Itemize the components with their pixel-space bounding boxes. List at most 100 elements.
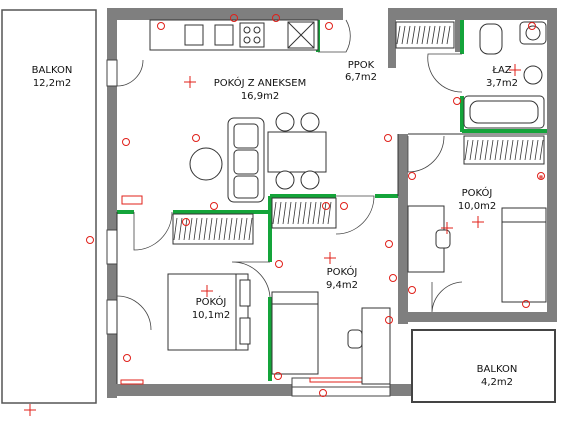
hatch-line	[534, 139, 539, 161]
hatch-line	[223, 217, 228, 241]
hatch-line	[292, 201, 297, 225]
room-area: 6,7m2	[345, 72, 377, 83]
socket-icon	[322, 202, 330, 210]
room-label-bath: ŁAZ 3,7m2	[486, 65, 518, 89]
room-area: 3,7m2	[486, 78, 518, 89]
light-point-icon	[324, 252, 336, 264]
socket-icon	[528, 22, 536, 30]
room-area: 4,2m2	[481, 377, 513, 388]
living-furniture	[189, 112, 327, 203]
hatch-line	[193, 217, 198, 241]
socket-icon	[537, 172, 545, 180]
room-label-room-mid: POKÓJ 9,4m2	[326, 265, 358, 291]
room-label-balkon-left: BALKON 12,2m2	[32, 65, 73, 89]
radiator-icon	[121, 195, 143, 205]
room-label-living: POKÓJ Z ANEKSEM 16,9m2	[214, 76, 306, 102]
desks	[347, 205, 451, 385]
wardrobes	[172, 21, 545, 245]
hatch-line	[317, 201, 322, 225]
room-label-room-left: POKÓJ 10,1m2	[192, 295, 230, 321]
socket-icon	[272, 14, 280, 22]
hatch-line	[469, 139, 474, 161]
hatch-line	[509, 139, 514, 161]
socket-icon	[385, 316, 393, 324]
hatch-line	[396, 25, 401, 45]
socket-icon	[389, 274, 397, 282]
hatch-line	[484, 139, 489, 161]
hatch-line	[426, 25, 431, 45]
hatch-line	[312, 201, 317, 225]
hatch-line	[539, 139, 544, 161]
socket-icon	[275, 260, 283, 268]
hatch-line	[297, 201, 302, 225]
beds	[167, 207, 547, 375]
hatch-line	[248, 217, 253, 241]
room-label-balkon-right: BALKON 4,2m2	[477, 364, 518, 388]
radiator-icon	[120, 379, 144, 385]
room-label-room-right: POKÓJ 10,0m2	[458, 186, 496, 212]
hatch-line	[302, 201, 307, 225]
hatch-line	[416, 25, 421, 45]
hatch-line	[499, 139, 504, 161]
hatch-line	[406, 25, 411, 45]
room-name: ŁAZ	[491, 65, 511, 76]
hatch-line	[322, 201, 327, 225]
room-name: PPOK	[348, 60, 375, 71]
hatch-line	[401, 25, 406, 45]
radiator-icon	[539, 175, 543, 179]
room-area: 10,0m2	[458, 201, 496, 212]
hatch-line	[188, 217, 193, 241]
hatch-line	[173, 217, 178, 241]
room-area: 9,4m2	[326, 280, 358, 291]
hatch-line	[287, 201, 292, 225]
socket-icon	[192, 134, 200, 142]
hatch-line	[277, 201, 282, 225]
hatch-line	[213, 217, 218, 241]
wardrobe-hatching	[173, 25, 544, 241]
hatch-line	[307, 201, 312, 225]
light-point-icon	[201, 285, 213, 297]
room-name: POKÓJ	[196, 295, 227, 308]
doors	[116, 19, 463, 331]
hatch-line	[198, 217, 203, 241]
socket-icon	[182, 218, 190, 226]
room-name: POKÓJ	[327, 265, 358, 278]
hatch-line	[272, 201, 277, 225]
room-name: POKÓJ	[462, 186, 493, 199]
room-name: POKÓJ Z ANEKSEM	[214, 76, 306, 89]
hatch-line	[441, 25, 446, 45]
hatch-line	[238, 217, 243, 241]
hatch-line	[489, 139, 494, 161]
electrical-symbols	[24, 14, 545, 416]
room-name: BALKON	[477, 364, 518, 375]
socket-icon	[230, 14, 238, 22]
hatch-line	[446, 25, 451, 45]
hatch-line	[178, 217, 183, 241]
hatch-line	[514, 139, 519, 161]
hatch-line	[183, 217, 188, 241]
socket-icon	[384, 134, 392, 142]
socket-icon	[319, 389, 327, 397]
room-name: BALKON	[32, 65, 73, 76]
light-point-icon	[509, 64, 521, 76]
hatch-line	[243, 217, 248, 241]
socket-icon	[408, 172, 416, 180]
hatch-line	[436, 25, 441, 45]
socket-icon	[453, 97, 461, 105]
hatch-line	[519, 139, 524, 161]
hatch-line	[208, 217, 213, 241]
hatch-line	[228, 217, 233, 241]
room-area: 12,2m2	[33, 78, 71, 89]
socket-icon	[385, 240, 393, 248]
socket-icon	[274, 372, 282, 380]
socket-icon	[325, 22, 333, 30]
hatch-line	[411, 25, 416, 45]
balcony-left-outline	[1, 9, 97, 404]
light-point-icon	[184, 76, 196, 88]
socket-icon	[157, 22, 165, 30]
hatch-line	[529, 139, 534, 161]
hatch-line	[218, 217, 223, 241]
kitchen-counter	[149, 19, 319, 51]
hatch-line	[474, 139, 479, 161]
hatch-line	[504, 139, 509, 161]
